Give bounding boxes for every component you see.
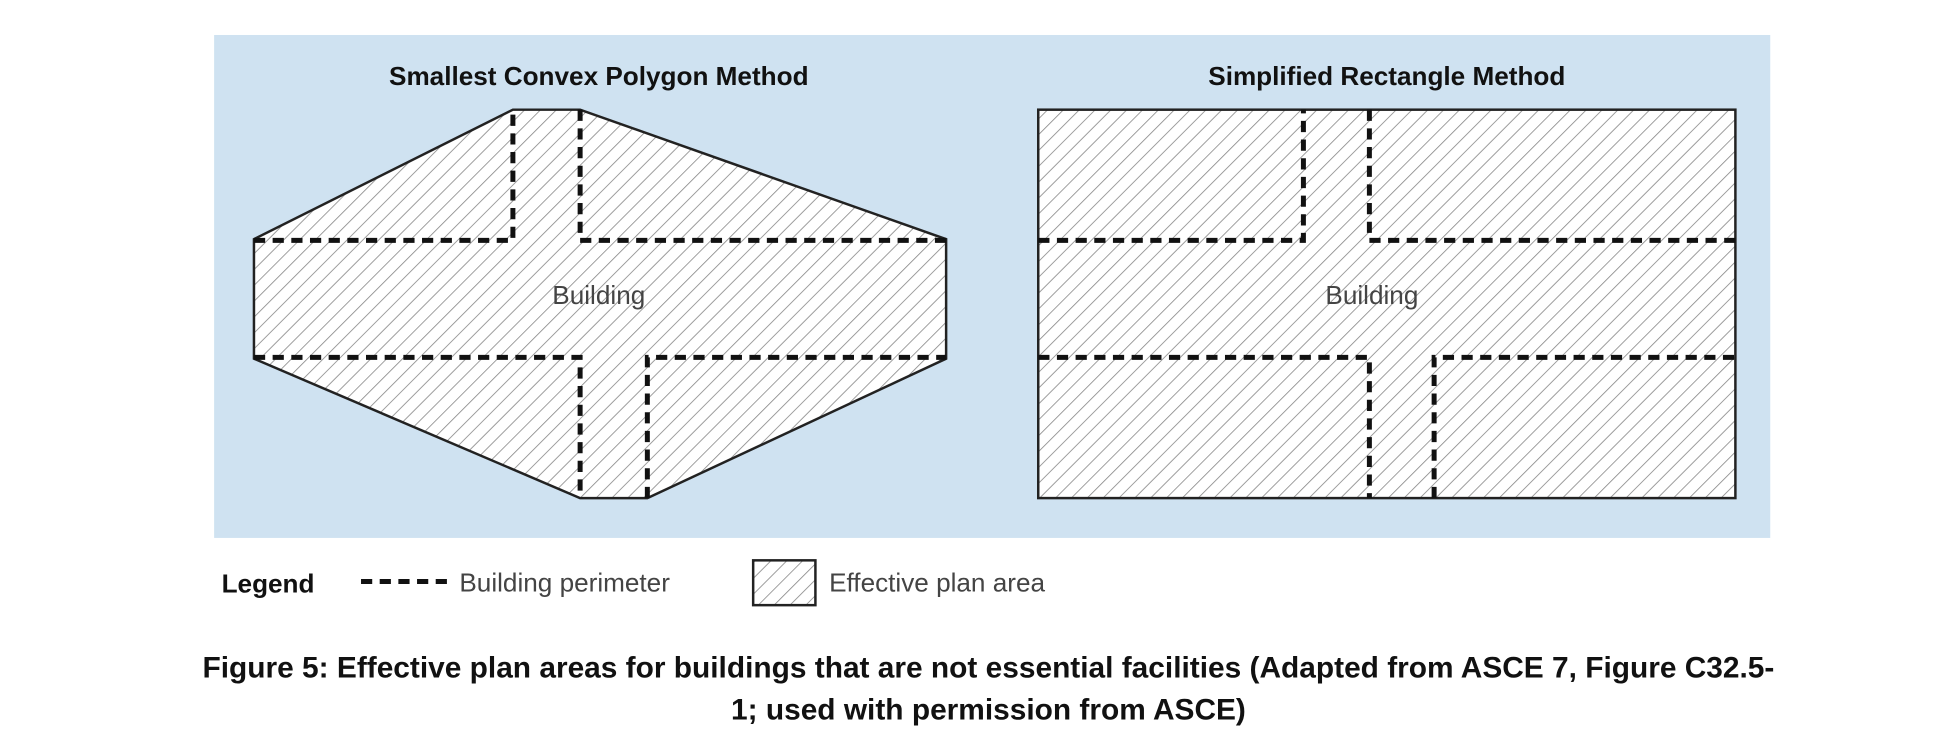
- left-panel-title: Smallest Convex Polygon Method: [389, 61, 809, 91]
- right-building-perimeter: [1038, 109, 1736, 499]
- rectangle-area: [1037, 108, 1737, 500]
- right-building-label: Building: [1325, 280, 1418, 310]
- caption-line-2: 1; used with permission from ASCE): [731, 694, 1246, 727]
- caption-line-1: Figure 5: Effective plan areas for build…: [203, 651, 1775, 684]
- legend-perimeter-label: Building perimeter: [459, 567, 670, 597]
- legend-title: Legend: [222, 569, 315, 599]
- legend-area-label: Effective plan area: [829, 567, 1045, 597]
- left-building-perimeter: [253, 109, 947, 499]
- right-panel-title: Simplified Rectangle Method: [1208, 61, 1565, 91]
- area-legend-swatch: [751, 559, 817, 607]
- left-building-label: Building: [552, 280, 645, 310]
